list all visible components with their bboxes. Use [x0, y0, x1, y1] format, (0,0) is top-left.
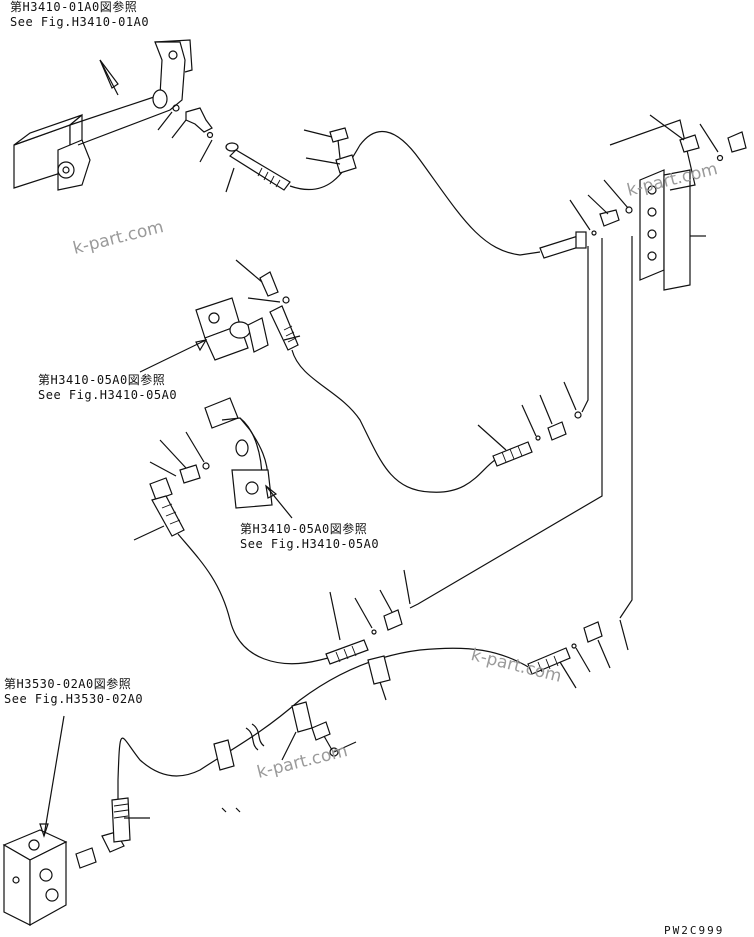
bolt-top-center	[329, 127, 357, 174]
pipe-top	[69, 39, 193, 146]
reference-en: See Fig.H3410-01A0	[10, 15, 150, 29]
hose-lower-left	[177, 533, 329, 665]
leader-lines	[39, 59, 719, 838]
reference-en: See Fig.H3410-05A0	[240, 537, 380, 551]
clamps	[213, 655, 391, 771]
fittings-bottom-left	[75, 797, 131, 869]
reference-jp: 第H3410-01A0図参照	[10, 0, 138, 14]
reference-en: See Fig.H3410-05A0	[38, 388, 178, 402]
fittings-middle	[259, 271, 299, 351]
elbow-pipe-middle	[204, 397, 273, 509]
hose-top	[289, 130, 541, 256]
block-middle	[195, 297, 269, 361]
reference-label-top: 第H3410-01A0図参照 See Fig.H3410-01A0	[10, 0, 149, 30]
reference-label-center: 第H3410-05A0図参照 See Fig.H3410-05A0	[240, 522, 379, 552]
bolt-bottom	[311, 721, 339, 757]
hose-end-lower	[325, 609, 403, 665]
reference-jp: 第H3530-02A0図参照	[4, 677, 132, 691]
tube-vertical-1	[581, 246, 589, 413]
hose-middle	[291, 349, 496, 493]
fitting-top-elbow	[172, 104, 214, 139]
hose-end-middle	[492, 411, 582, 467]
bracket-right	[609, 119, 696, 291]
fittings-left-middle	[149, 462, 210, 537]
reference-jp: 第H3410-05A0図参照	[240, 522, 368, 536]
reference-label-middle: 第H3410-05A0図参照 See Fig.H3410-05A0	[38, 373, 177, 403]
reference-jp: 第H3410-05A0図参照	[38, 373, 166, 387]
valve-block-top-left	[13, 113, 91, 191]
tube-vertical-2	[409, 238, 603, 609]
reference-en: See Fig.H3530-02A0	[4, 692, 144, 706]
hose-end-top-right	[539, 206, 633, 259]
tube-vertical-3	[619, 236, 633, 619]
hose-end-top	[225, 142, 291, 191]
hose-bottom-long	[117, 647, 531, 800]
fittings-top-right	[679, 131, 747, 162]
reference-label-bottom: 第H3530-02A0図参照 See Fig.H3530-02A0	[4, 677, 143, 707]
valve-block-bottom-left	[2, 829, 68, 927]
drawing-code: PW2C999	[664, 924, 725, 937]
hose-end-right-lower	[527, 621, 603, 675]
